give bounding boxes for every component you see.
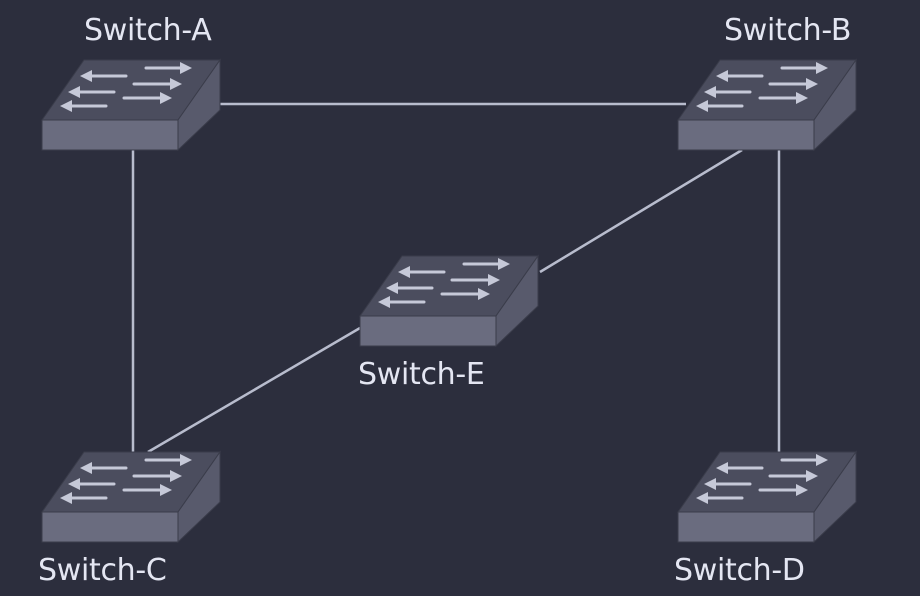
- switch-b[interactable]: [676, 58, 858, 152]
- network-switch-icon: [676, 58, 858, 152]
- switch-d-label: Switch-D: [674, 553, 805, 588]
- network-switch-icon: [40, 450, 222, 544]
- network-switch-icon: [40, 58, 222, 152]
- link-b-e: [539, 148, 743, 274]
- switch-a-label: Switch-A: [84, 13, 212, 48]
- network-switch-icon: [676, 450, 858, 544]
- switch-e[interactable]: [358, 254, 540, 348]
- switch-c-label: Switch-C: [38, 553, 167, 588]
- switch-e-label: Switch-E: [358, 357, 485, 392]
- switch-d[interactable]: [676, 450, 858, 544]
- links: [131, 102, 781, 458]
- link-e-c: [147, 326, 361, 454]
- network-switch-icon: [358, 254, 540, 348]
- switch-c[interactable]: [40, 450, 222, 544]
- switch-a[interactable]: [40, 58, 222, 152]
- switch-b-label: Switch-B: [724, 13, 852, 48]
